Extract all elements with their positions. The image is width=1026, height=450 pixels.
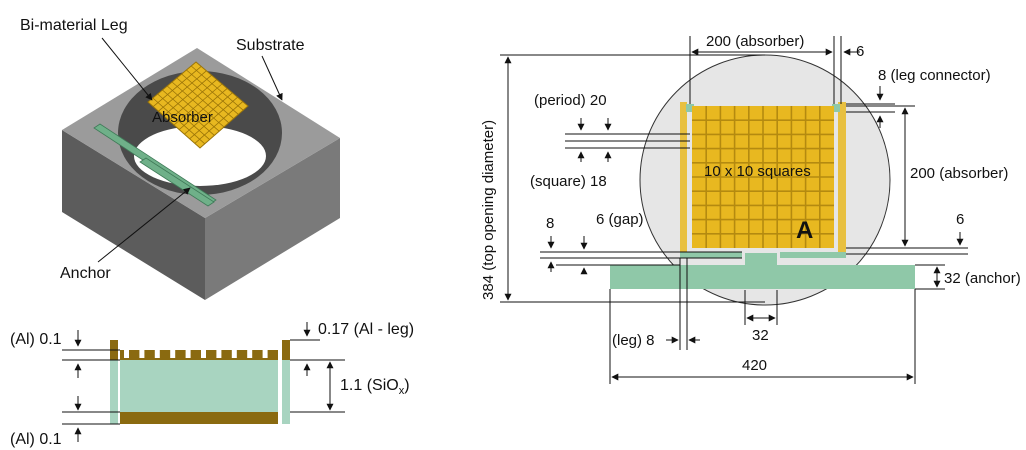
al-top-layer — [120, 350, 278, 360]
label-substrate: Substrate — [236, 37, 305, 54]
label-al-leg: 0.17 (Al - leg) — [318, 321, 414, 338]
cross-section: (Al) 0.1 (Al) 0.1 0.17 (Al - leg) 1.1 (S… — [10, 321, 414, 448]
label-gap-top: 6 — [856, 43, 864, 60]
leg-post-right-sio — [282, 360, 290, 424]
top-view: 10 x 10 squares A 200 (absorber) 6 8 (le… — [480, 33, 1021, 384]
iso-grid-line — [176, 77, 230, 124]
iso-grid-line — [186, 69, 239, 115]
iso-grid-line — [189, 96, 238, 140]
leg-connector-tr — [832, 104, 840, 112]
tooth-gap — [170, 350, 176, 358]
iso-grid-line — [173, 83, 223, 126]
tooth-gap — [262, 350, 268, 358]
tooth-gap — [185, 350, 191, 358]
label-region-a: A — [796, 217, 813, 244]
tooth-gap — [139, 350, 145, 358]
label-gap-right: 6 — [956, 211, 964, 228]
label-leg-connector: 8 (leg connector) — [878, 67, 991, 84]
label-absorber-height: 200 (absorber) — [910, 165, 1008, 182]
absorber-grid — [692, 106, 834, 248]
tooth-gap — [216, 350, 222, 358]
anchor-stem — [745, 253, 777, 267]
pointer-bi-material-leg — [101, 37, 153, 101]
anchor-bar — [610, 265, 915, 289]
label-square: (square) 18 — [530, 173, 607, 190]
isometric-view: Bi-material Leg Substrate Absorber Ancho… — [20, 17, 340, 300]
al-teeth — [124, 350, 268, 358]
substrate-left-face — [62, 130, 205, 300]
al-bottom-layer — [120, 412, 278, 424]
label-al-bottom: (Al) 0.1 — [10, 431, 62, 448]
tooth-gap — [231, 350, 237, 358]
label-anchor: Anchor — [60, 265, 111, 282]
iso-grid-line — [178, 88, 228, 130]
leg-post-left-sio — [110, 360, 118, 424]
label-absorber: Absorber — [152, 109, 213, 126]
label-anchor-dim: 32 (anchor) — [944, 270, 1021, 287]
label-absorber-width: 200 (absorber) — [706, 33, 804, 50]
label-bi-material-leg: Bi-material Leg — [20, 17, 128, 34]
iso-grid-line — [181, 73, 234, 119]
leg-left — [680, 102, 687, 258]
sio-layer — [120, 360, 278, 412]
label-al-top: (Al) 0.1 — [10, 331, 62, 348]
leg-left-foot — [680, 252, 742, 258]
tooth-gap — [247, 350, 253, 358]
label-sio: 1.1 (SiOx) — [340, 377, 410, 397]
iso-grid-line — [190, 65, 244, 111]
leg-connector-tl — [686, 104, 694, 112]
substrate-right-face — [205, 138, 340, 300]
label-gap: 6 (gap) — [596, 211, 644, 228]
pointer-substrate — [261, 55, 283, 101]
leg-right — [838, 102, 846, 258]
iso-grid-line — [194, 101, 244, 144]
label-anchor-width: 32 — [752, 327, 769, 344]
leg-right-foot — [780, 252, 846, 258]
label-grid: 10 x 10 squares — [704, 163, 811, 180]
absorber-plate — [147, 61, 249, 149]
label-leg: (leg) 8 — [612, 332, 655, 349]
label-opening-diameter: 384 (top opening diameter) — [480, 120, 497, 300]
label-total-width: 420 — [742, 357, 767, 374]
tooth-gap — [201, 350, 206, 358]
iso-grid-line — [184, 92, 233, 135]
tooth-gap — [124, 350, 129, 358]
tooth-gap — [154, 350, 160, 358]
label-period: (period) 20 — [534, 92, 607, 109]
pointer-anchor — [97, 187, 191, 263]
label-leg-width-left: 8 — [546, 215, 554, 232]
